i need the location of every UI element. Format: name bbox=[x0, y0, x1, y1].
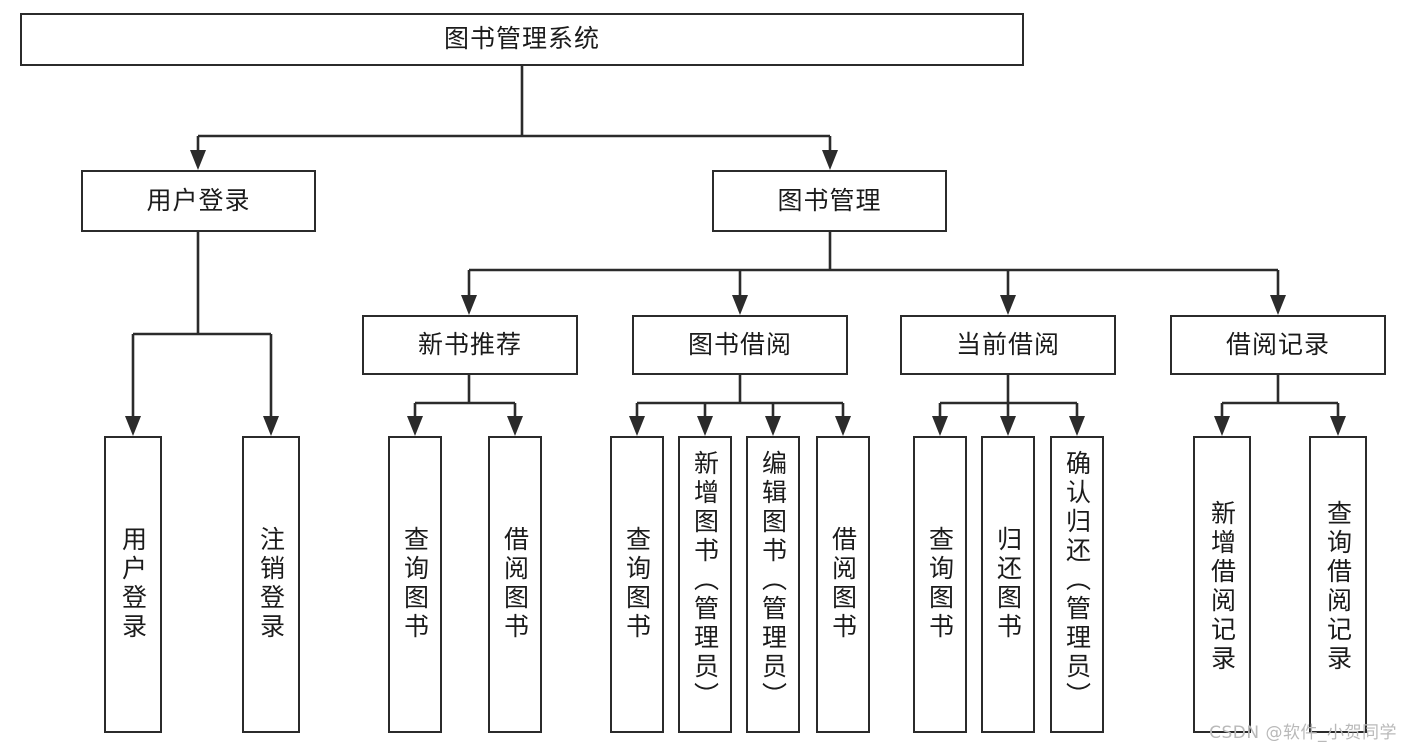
arrow-leaf-10 bbox=[1000, 416, 1016, 436]
leaf-user-login[interactable]: 用户登录 bbox=[104, 436, 162, 733]
arrow-leaf-1 bbox=[125, 416, 141, 436]
leaf-confirm-return-admin[interactable]: 确认归还（管理员） bbox=[1050, 436, 1104, 733]
arrow-leaf-11 bbox=[1069, 416, 1085, 436]
leaf-add-book-admin-label: 新增图书（管理员） bbox=[690, 450, 720, 711]
leaf-query-book-3[interactable]: 查询图书 bbox=[913, 436, 967, 733]
node-root[interactable]: 图书管理系统 bbox=[20, 13, 1024, 66]
leaf-return-book-label: 归还图书 bbox=[993, 526, 1023, 642]
arrow-leaf-13 bbox=[1330, 416, 1346, 436]
arrow-leaf-5 bbox=[629, 416, 645, 436]
arrow-leaf-9 bbox=[932, 416, 948, 436]
leaf-add-borrow-record-label: 新增借阅记录 bbox=[1207, 500, 1237, 674]
node-book-management[interactable]: 图书管理 bbox=[712, 170, 947, 232]
leaf-return-book[interactable]: 归还图书 bbox=[981, 436, 1035, 733]
leaf-query-borrow-record[interactable]: 查询借阅记录 bbox=[1309, 436, 1367, 733]
leaf-query-book-3-label: 查询图书 bbox=[925, 526, 955, 642]
arrow-borrow bbox=[732, 295, 748, 315]
leaf-edit-book-admin[interactable]: 编辑图书（管理员） bbox=[746, 436, 800, 733]
arrow-newbook bbox=[461, 295, 477, 315]
leaf-borrow-book-1-label: 借阅图书 bbox=[500, 526, 530, 642]
leaf-query-book-1-label: 查询图书 bbox=[400, 526, 430, 642]
leaf-query-book-2-label: 查询图书 bbox=[622, 526, 652, 642]
node-user-login[interactable]: 用户登录 bbox=[81, 170, 316, 232]
arrow-leaf-4 bbox=[507, 416, 523, 436]
arrow-leaf-2 bbox=[263, 416, 279, 436]
arrow-leaf-12 bbox=[1214, 416, 1230, 436]
leaf-borrow-book-2[interactable]: 借阅图书 bbox=[816, 436, 870, 733]
leaf-borrow-book-2-label: 借阅图书 bbox=[828, 526, 858, 642]
arrow-leaf-7 bbox=[765, 416, 781, 436]
node-current-borrow[interactable]: 当前借阅 bbox=[900, 315, 1116, 375]
node-user-login-label: 用户登录 bbox=[146, 185, 251, 215]
arrow-bookmgmt bbox=[822, 150, 838, 170]
node-new-book-recommend-label: 新书推荐 bbox=[417, 329, 522, 359]
leaf-confirm-return-admin-label: 确认归还（管理员） bbox=[1062, 450, 1092, 711]
node-current-borrow-label: 当前借阅 bbox=[955, 329, 1060, 359]
leaf-add-book-admin[interactable]: 新增图书（管理员） bbox=[678, 436, 732, 733]
arrow-leaf-8 bbox=[835, 416, 851, 436]
leaf-query-borrow-record-label: 查询借阅记录 bbox=[1323, 500, 1353, 674]
arrow-leaf-3 bbox=[407, 416, 423, 436]
arrow-leaf-6 bbox=[697, 416, 713, 436]
leaf-edit-book-admin-label: 编辑图书（管理员） bbox=[758, 450, 788, 711]
leaf-borrow-book-1[interactable]: 借阅图书 bbox=[488, 436, 542, 733]
node-borrow-record[interactable]: 借阅记录 bbox=[1170, 315, 1386, 375]
leaf-add-borrow-record[interactable]: 新增借阅记录 bbox=[1193, 436, 1251, 733]
csdn-watermark: CSDN @软件_小贺同学 bbox=[1209, 723, 1397, 743]
node-root-label: 图书管理系统 bbox=[443, 24, 600, 54]
node-book-borrow[interactable]: 图书借阅 bbox=[632, 315, 848, 375]
leaf-logout[interactable]: 注销登录 bbox=[242, 436, 300, 733]
node-book-management-label: 图书管理 bbox=[777, 185, 882, 215]
arrow-record bbox=[1270, 295, 1286, 315]
node-borrow-record-label: 借阅记录 bbox=[1225, 329, 1330, 359]
leaf-user-login-label: 用户登录 bbox=[118, 526, 148, 642]
arrow-userlogin bbox=[190, 150, 206, 170]
leaf-query-book-1[interactable]: 查询图书 bbox=[388, 436, 442, 733]
leaf-query-book-2[interactable]: 查询图书 bbox=[610, 436, 664, 733]
node-new-book-recommend[interactable]: 新书推荐 bbox=[362, 315, 578, 375]
leaf-logout-label: 注销登录 bbox=[256, 526, 286, 642]
node-book-borrow-label: 图书借阅 bbox=[687, 329, 792, 359]
arrow-current bbox=[1000, 295, 1016, 315]
